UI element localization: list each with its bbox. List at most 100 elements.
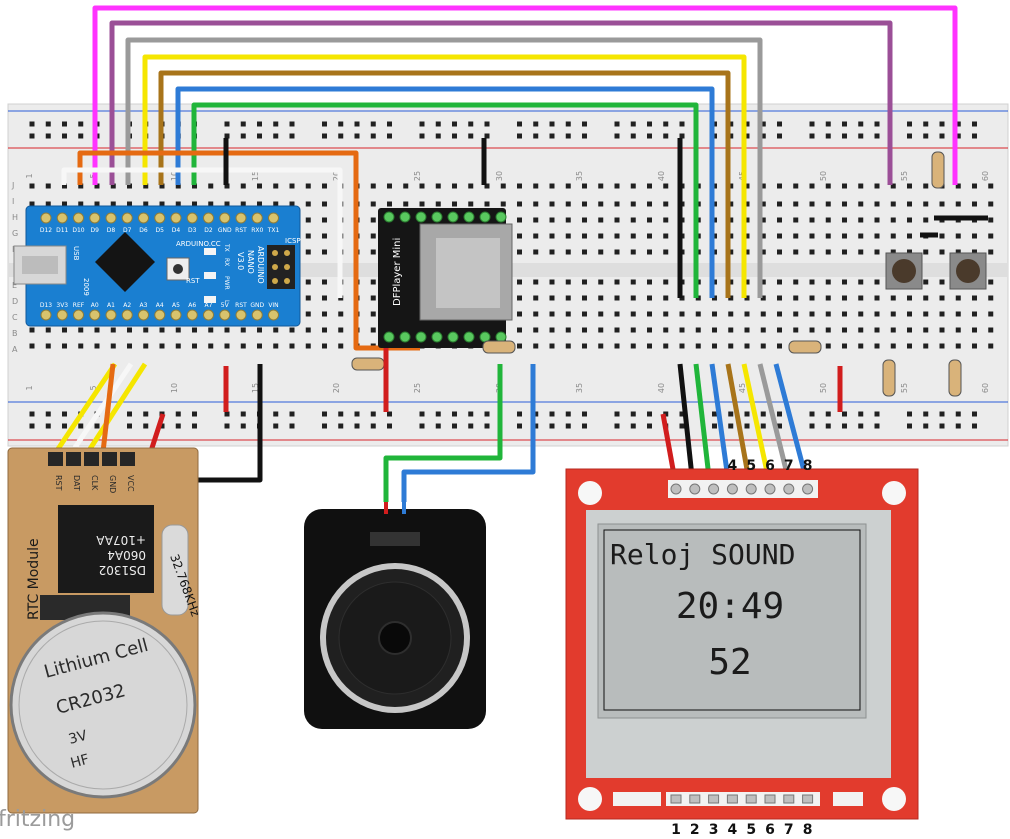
- breadboard-hole: [955, 183, 961, 189]
- breadboard-hole: [338, 311, 344, 317]
- lcd-bottom-pin: [783, 794, 795, 804]
- breadboard-hole: [825, 217, 831, 223]
- breadboard-hole: [647, 311, 652, 317]
- breadboard-hole: [533, 279, 539, 285]
- rtc-pin-label: RST: [54, 475, 63, 491]
- breadboard-hole: [549, 279, 555, 285]
- lcd-top-pin: [670, 483, 682, 495]
- rail-hole: [468, 411, 474, 417]
- breadboard-hole: [809, 311, 815, 317]
- breadboard-hole: [874, 311, 880, 317]
- rail-hole: [273, 423, 279, 429]
- rail-hole: [663, 411, 669, 417]
- rail-hole: [777, 121, 782, 127]
- nano-top-pin: [89, 212, 101, 224]
- rail-hole: [62, 423, 67, 429]
- breadboard-hole: [858, 233, 864, 239]
- dfplayer-pin: [399, 211, 411, 223]
- lcd-top-pin: [764, 483, 776, 495]
- breadboard-hole: [517, 279, 522, 285]
- breadboard-hole: [549, 233, 555, 239]
- breadboard-hole: [972, 343, 977, 349]
- breadboard-hole: [939, 311, 945, 317]
- rail-hole: [647, 121, 652, 127]
- rail-hole: [29, 423, 35, 429]
- breadboard-hole: [598, 311, 604, 317]
- rail-hole: [809, 423, 815, 429]
- rail-hole: [517, 411, 522, 417]
- rail-hole: [955, 423, 961, 429]
- lcd-bottom-pin-number: 1: [671, 822, 681, 838]
- breadboard-hole: [322, 183, 327, 189]
- breadboard-hole: [533, 249, 539, 255]
- lcd-bottom-pin-number: 8: [803, 822, 813, 838]
- breadboard-hole: [955, 233, 961, 239]
- rail-hole: [78, 133, 84, 139]
- breadboard-hole: [663, 311, 669, 317]
- rail-hole: [972, 411, 977, 417]
- nano-bottom-pin: [219, 309, 231, 321]
- column-label-bottom: 40: [657, 383, 666, 393]
- breadboard-hole: [744, 249, 750, 255]
- rail-hole: [62, 121, 67, 127]
- breadboard-hole: [370, 201, 376, 207]
- breadboard-hole: [842, 183, 847, 189]
- rtc-pin-label: VCC: [126, 475, 135, 492]
- breadboard-hole: [517, 217, 522, 223]
- wire-yellow: [142, 54, 747, 298]
- rail-hole: [663, 133, 669, 139]
- breadboard-hole: [955, 327, 961, 333]
- breadboard-hole: [78, 343, 84, 349]
- column-label-top: 40: [657, 171, 666, 181]
- lcd-bottom-pin: [726, 794, 738, 804]
- nano-top-pin-label: D11: [56, 227, 68, 234]
- rtc-pin-label: GND: [108, 475, 117, 493]
- nano-top-pin-label: D6: [139, 227, 148, 234]
- rail-hole: [972, 121, 977, 127]
- breadboard-hole: [62, 201, 67, 207]
- rail-hole: [419, 423, 425, 429]
- rtc-chip-text: +107AA: [95, 533, 146, 547]
- breadboard-hole: [582, 343, 587, 349]
- nano-bottom-pin: [56, 309, 68, 321]
- rtc-pin-label: CLK: [90, 475, 99, 491]
- breadboard-hole: [825, 327, 831, 333]
- breadboard-hole: [793, 201, 799, 207]
- breadboard-hole: [728, 249, 734, 255]
- breadboard-hole: [403, 201, 409, 207]
- breadboard-hole: [793, 233, 799, 239]
- nano-top-pin: [40, 212, 52, 224]
- breadboard-hole: [224, 183, 230, 189]
- breadboard-hole: [890, 233, 896, 239]
- breadboard-hole: [760, 343, 766, 349]
- breadboard-hole: [874, 279, 880, 285]
- breadboard-hole: [874, 295, 880, 301]
- breadboard-hole: [663, 183, 669, 189]
- dfplayer-pin: [415, 331, 427, 343]
- breadboard-hole: [777, 201, 782, 207]
- rail-hole: [939, 133, 945, 139]
- breadboard-hole: [273, 327, 279, 333]
- breadboard-hole: [533, 233, 539, 239]
- rail-hole: [484, 121, 490, 127]
- breadboard-hole: [760, 279, 766, 285]
- nano-bottom-pin-label: A4: [156, 302, 164, 309]
- breadboard-hole: [159, 327, 165, 333]
- nano-top-pin-label: D2: [204, 227, 213, 234]
- breadboard-hole: [809, 217, 815, 223]
- breadboard-hole: [874, 343, 880, 349]
- nano-title: ARDUINO: [256, 246, 265, 284]
- breadboard-hole: [614, 327, 620, 333]
- rail-hole: [484, 423, 490, 429]
- dfplayer-pin: [479, 211, 491, 223]
- column-label-bottom: 1: [25, 385, 34, 390]
- breadboard-hole: [582, 295, 587, 301]
- nano-top-pin-label: RX0: [251, 227, 263, 234]
- breadboard-hole: [517, 327, 522, 333]
- breadboard-hole: [647, 233, 652, 239]
- breadboard-hole: [582, 183, 587, 189]
- nano-year: 2009: [82, 278, 90, 296]
- breadboard-hole: [825, 279, 831, 285]
- breadboard-hole: [809, 201, 815, 207]
- rail-hole: [224, 423, 230, 429]
